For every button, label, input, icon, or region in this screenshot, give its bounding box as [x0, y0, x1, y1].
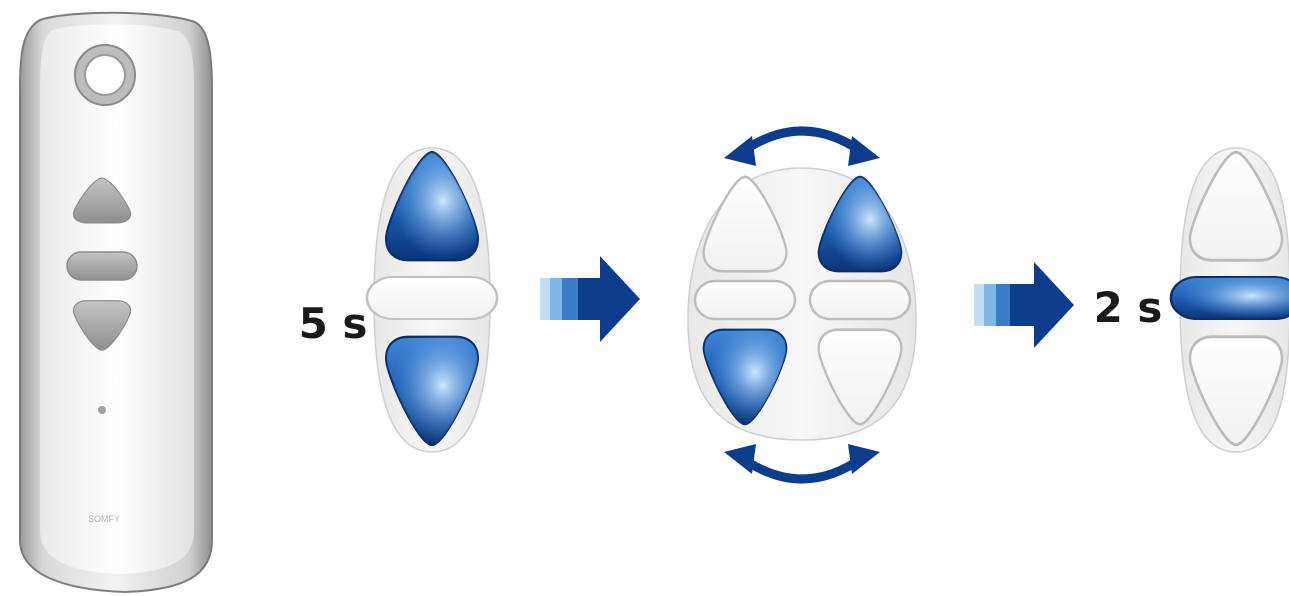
remote-control: SOMFY — [19, 11, 213, 594]
swap-arrow-bottom-icon — [724, 444, 880, 484]
step-3-keypad — [1169, 147, 1289, 453]
remote-brand: SOMFY — [88, 514, 120, 524]
process-arrow-icon — [974, 262, 1074, 348]
remote-led — [98, 406, 106, 414]
step-1: 5 s — [299, 147, 499, 453]
step-2-stop-right-button[interactable] — [808, 279, 912, 321]
remote-stop-button[interactable] — [66, 251, 138, 281]
step-3: 2 s — [1094, 147, 1289, 453]
swap-arrow-top-icon — [724, 126, 880, 166]
remote-face — [40, 24, 194, 574]
step-1-stop-button[interactable] — [365, 275, 499, 321]
step-2 — [687, 126, 917, 484]
step-2-stop-left-button[interactable] — [693, 279, 797, 321]
step-1-duration: 5 s — [299, 299, 368, 348]
process-arrow-icon — [540, 256, 640, 342]
step-3-duration: 2 s — [1094, 283, 1163, 332]
step-3-stop-button-pressed[interactable] — [1169, 275, 1289, 321]
step-2-keypad — [687, 167, 917, 441]
step-1-keypad — [365, 147, 499, 453]
